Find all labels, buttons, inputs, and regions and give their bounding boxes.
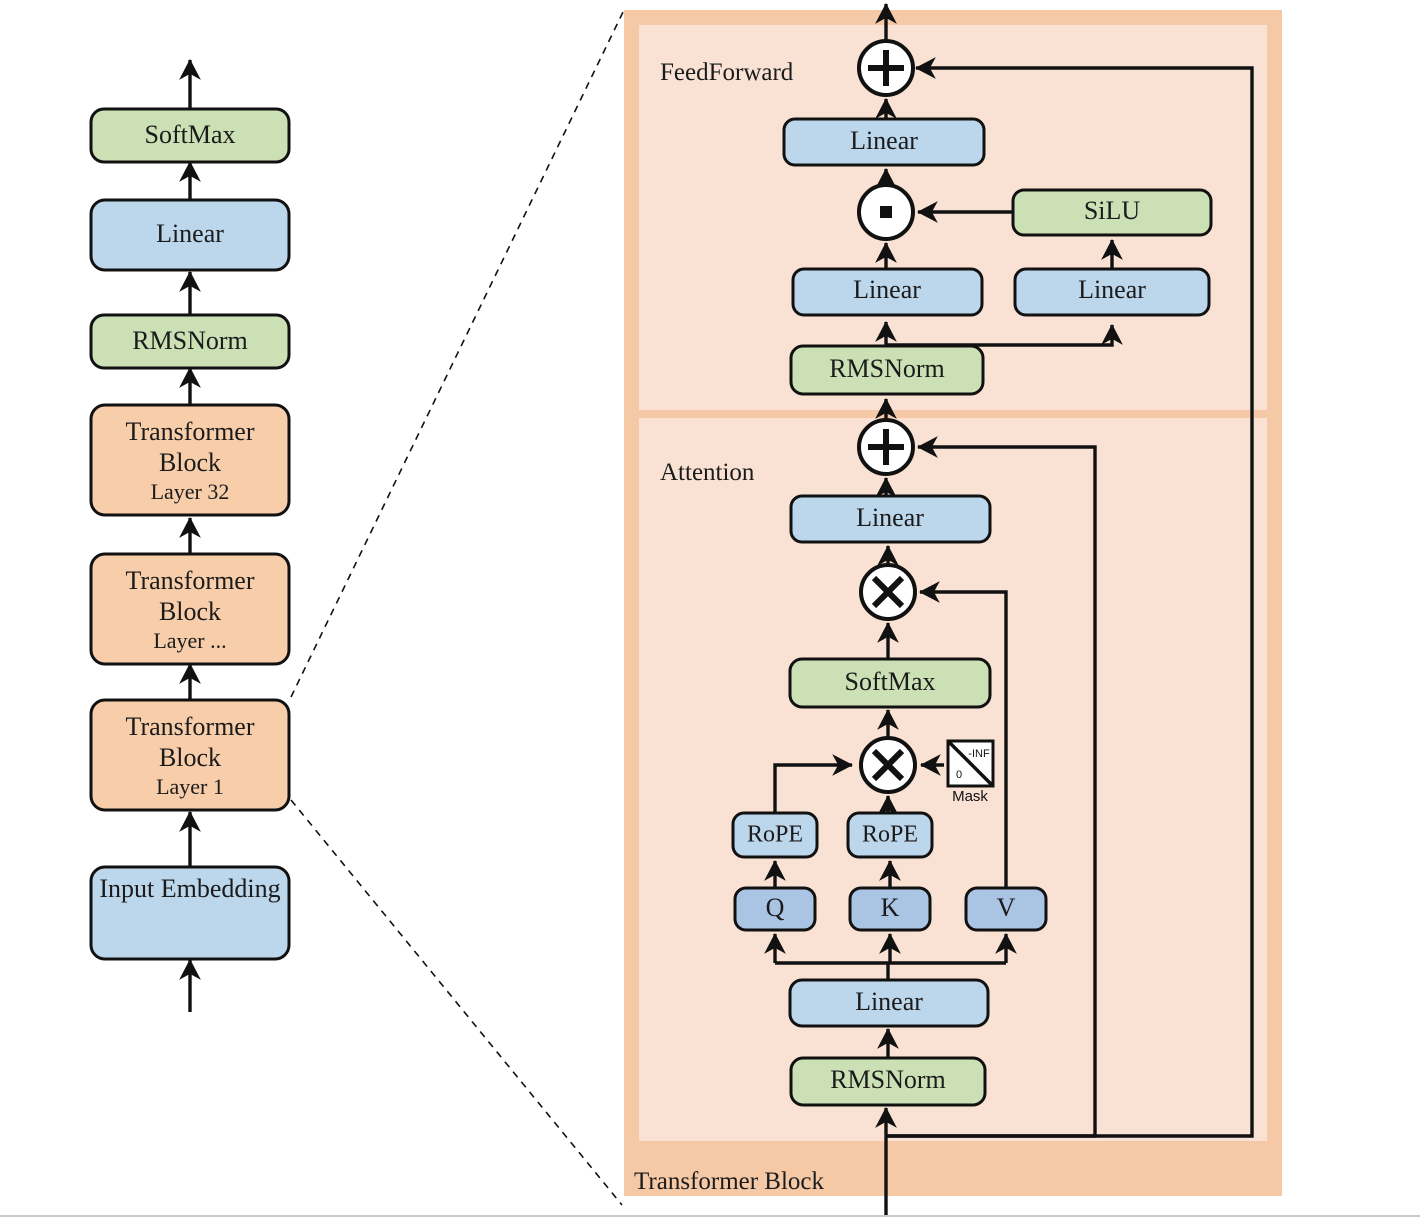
attn-rmsnorm[interactable]: RMSNorm [789,1056,987,1107]
left-block-label-line1: Transformer [125,417,254,446]
attn-linear-qkv-label: Linear [855,987,923,1016]
ff-linear-out[interactable]: Linear [782,117,986,167]
left-stack: Input Embedding Transformer Block Layer … [89,59,291,1012]
attn-linear-o[interactable]: Linear [789,494,992,544]
attn-linear-o-label: Linear [856,503,924,532]
attn-mul-qk-node [859,736,917,794]
left-block-label: Input Embedding [99,874,280,903]
wire-attn-residual-to-add [886,436,1097,1138]
wire-v-to-attnmul [919,581,1008,888]
left-block-tblock1[interactable]: Transformer Block Layer 1 [89,698,291,812]
left-block-label: Linear [156,219,224,248]
attention-graph: Linear SoftMax [731,418,1097,1217]
ff-rmsnorm[interactable]: RMSNorm [789,344,985,396]
feedforward-graph: Linear SiLU Linear Linear [782,3,1254,1138]
left-block-rmsnorm[interactable]: RMSNorm [89,313,291,370]
page-bottom-rule [0,1215,1420,1217]
mask-high-label: -INF [968,748,990,760]
left-block-linear[interactable]: Linear [89,198,291,272]
ff-mul-node [857,183,915,241]
ff-linear-gate[interactable]: Linear [791,267,984,317]
wire-ff-residual-to-add [915,57,1254,410]
detail-panel-outer-label: Transformer Block [634,1168,825,1195]
left-block-label-line2: Block [159,597,221,626]
left-block-tblock32[interactable]: Transformer Block Layer 32 [89,403,291,517]
ff-linear-up[interactable]: Linear [1013,267,1211,317]
attn-softmax-label: SoftMax [845,667,936,696]
left-block-sublabel: Layer 32 [151,479,230,504]
attn-mask: 0 -INF Mask [946,739,995,805]
left-block-label-line1: Transformer [125,566,254,595]
attn-rope-k-label: RoPE [862,822,918,848]
attn-rope-k[interactable]: RoPE [846,811,934,859]
ff-rmsnorm-label: RMSNorm [829,354,945,383]
attn-k-label: K [881,893,900,922]
mask-low-label: 0 [956,769,962,781]
left-block-inputembed[interactable]: Input Embedding [89,865,291,961]
callout-lines [290,9,625,1206]
attn-q-label: Q [766,893,785,922]
left-block-label-line2: Block [159,448,221,477]
ff-silu-label: SiLU [1084,196,1141,225]
callout-line-top [290,9,625,698]
attn-rmsnorm-label: RMSNorm [830,1065,946,1094]
feedforward-label: FeedForward [660,59,794,86]
attn-softmax[interactable]: SoftMax [788,657,992,709]
mask-caption: Mask [952,788,988,805]
left-block-sublabel: Layer 1 [156,774,224,799]
left-block-label: SoftMax [145,120,236,149]
attn-q[interactable]: Q [733,886,817,932]
left-block-softmax[interactable]: SoftMax [89,107,291,164]
attention-label: Attention [660,459,755,486]
callout-line-bottom [290,799,623,1206]
attn-rope-q[interactable]: RoPE [731,811,819,859]
left-block-tblockdots[interactable]: Transformer Block Layer ... [89,552,291,666]
wire-ropeq-to-qkmul [773,754,853,812]
ff-silu[interactable]: SiLU [1011,188,1213,237]
attn-rope-q-label: RoPE [747,822,803,848]
left-block-sublabel: Layer ... [153,628,226,653]
attn-v[interactable]: V [964,886,1048,932]
ff-linear-gate-label: Linear [853,275,921,304]
attn-linear-qkv[interactable]: Linear [788,978,990,1028]
left-block-label-line2: Block [159,743,221,772]
ff-linear-up-label: Linear [1078,275,1146,304]
attn-v-label: V [997,893,1016,922]
ff-add-node [857,39,915,97]
attn-add-node [857,418,915,476]
left-block-label: RMSNorm [132,326,248,355]
attn-mul-v-node [859,563,917,621]
left-block-label-line1: Transformer [125,712,254,741]
ff-linear-out-label: Linear [850,126,918,155]
attn-k[interactable]: K [848,886,932,932]
